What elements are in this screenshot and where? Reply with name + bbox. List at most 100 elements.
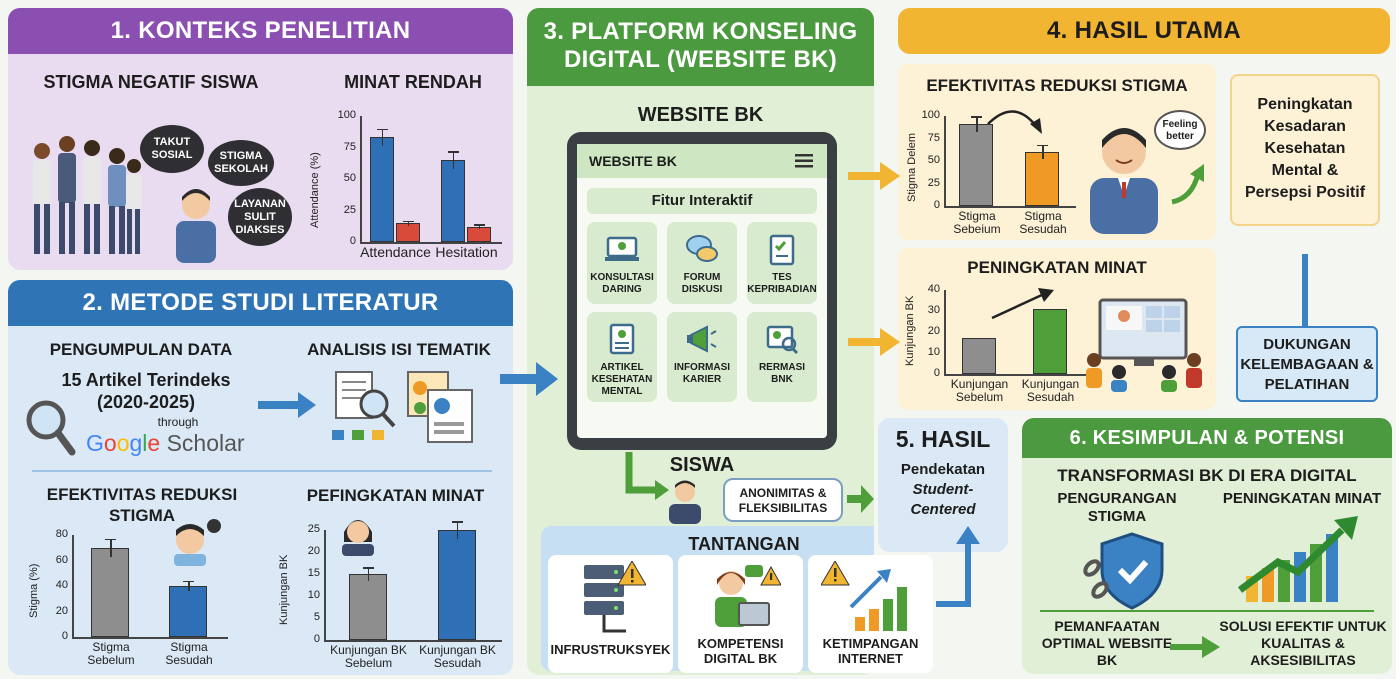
server-icon xyxy=(583,560,647,633)
menu-icon[interactable] xyxy=(795,154,813,168)
students-illustration xyxy=(33,136,142,254)
card-minat-title: PENINGKATAN MINAT xyxy=(967,258,1147,277)
chart3-tick-label: 25 xyxy=(307,523,320,535)
solusi-label: SOLUSI EFEKTIF UNTUK KUALITAS & AKSESIBI… xyxy=(1219,618,1387,668)
chart5-tick-label: 20 xyxy=(927,325,940,337)
chart1-tick-label: 50 xyxy=(343,172,356,184)
chart5-bar xyxy=(961,338,996,374)
pengumpulan-title: PENGUMPULAN DATA xyxy=(49,340,233,359)
card-efek-title: EFEKTIVITAS REDUKSI STIGMA xyxy=(926,76,1188,95)
laptop-chat-icon xyxy=(605,236,639,261)
feature-rermasi[interactable]: RERMASI BNK xyxy=(747,312,817,402)
challenge-infrastruktur: INFRUSTRUKSYEK xyxy=(548,555,673,673)
clipboard-check-icon xyxy=(769,234,795,266)
chart1-error-cap xyxy=(473,224,485,226)
feature-karier[interactable]: INFORMASI KARIER xyxy=(667,312,737,402)
bubble-stigma-sekolah: STIGMA SEKOLAH xyxy=(208,140,274,186)
tantangan-title: TANTANGAN xyxy=(688,534,800,554)
chart5-tick-label: 30 xyxy=(927,304,940,316)
chart4-category-label: Stigma Sebeium xyxy=(953,209,1001,236)
chart4-tick-label: 0 xyxy=(933,199,940,211)
panel-kesimpulan-title: 6. KESIMPULAN & POTENSI xyxy=(1022,418,1392,458)
chart1-category-label: Attendance xyxy=(360,244,431,260)
signal-bars-icon xyxy=(819,560,907,631)
rising-arrow-icon xyxy=(991,288,1054,320)
tablet-device: WEBSITE BK Fitur Interaktif KONSULTASI D… xyxy=(567,132,837,450)
arrow-up-icon xyxy=(936,526,980,607)
chart4-tick-label: 50 xyxy=(927,154,940,166)
chart4-error-bar xyxy=(976,116,978,133)
chart1-category-label: Hesitation xyxy=(435,244,498,260)
chart4-error-bar xyxy=(1042,144,1044,160)
challenge-internet: KETIMPANGAN INTERNET xyxy=(808,555,933,673)
thematic-analysis-icon xyxy=(332,371,473,443)
chart2-error-bar xyxy=(110,538,112,557)
feature-forum[interactable]: FORUM DISKUSI xyxy=(667,222,737,304)
chart2-tick-label: 80 xyxy=(55,528,68,540)
arrow-to-minat-icon xyxy=(848,328,900,356)
pemanfaatan-label: PEMANFAATAN OPTIMAL WEBSITE BK xyxy=(1041,618,1173,668)
growth-chart-icon xyxy=(1238,516,1358,602)
chart1-tick-label: 100 xyxy=(337,109,356,121)
chart3-x-axis xyxy=(324,640,502,642)
chart5-tick-label: 40 xyxy=(927,283,940,295)
analisis-title: ANALISIS ISI TEMATIK xyxy=(307,340,491,359)
chart1-error-cap xyxy=(447,151,459,153)
card-dukungan: DUKUNGAN KELEMBAGAAN & PELATIHAN xyxy=(1236,326,1378,402)
arrow-to-platform-icon xyxy=(500,362,558,396)
peningkatan-label: PENINGKATAN MINAT xyxy=(1222,490,1382,507)
profile-search-icon xyxy=(766,325,799,355)
fitur-header: Fitur Interaktif xyxy=(587,188,817,214)
screen-title: WEBSITE BK xyxy=(589,153,677,169)
connector-line xyxy=(1302,254,1308,328)
arrow-right-green-icon xyxy=(847,485,874,513)
student-thinking-icon xyxy=(174,519,221,566)
panel-hasil-text: Pendekatan Student- Centered xyxy=(900,461,986,518)
chat-bubbles-icon xyxy=(686,235,718,262)
feature-artikel[interactable]: ARTIKEL KESEHATAN MENTAL xyxy=(587,312,657,402)
chart2-x-axis xyxy=(72,637,228,639)
pengurangan-label: PENGURANGAN STIGMA xyxy=(1057,490,1177,525)
minat-chart-title: PEFINGKATAN MINAT xyxy=(306,486,485,505)
years-text: (2020-2025) xyxy=(96,392,196,412)
panel-hasil-utama-title: 4. HASIL UTAMA xyxy=(898,8,1390,54)
chart3-tick-label: 10 xyxy=(307,589,320,601)
chart3-error-cap xyxy=(451,521,463,523)
chart4-error-cap xyxy=(971,116,982,118)
challenge-kompetensi: KOMPETENSI DIGITAL BK xyxy=(678,555,803,673)
chart5-tick-label: 10 xyxy=(927,346,940,358)
website-label: WEBSITE BK xyxy=(637,104,764,126)
chart1-error-cap xyxy=(402,220,414,223)
worried-student-icon xyxy=(176,189,216,263)
card-kesadaran: Peningkatan Kesadaran Kesehatan Mental &… xyxy=(1230,74,1380,226)
chart2-y-axis xyxy=(72,535,74,637)
siswa-label: SISWA xyxy=(669,454,735,476)
chart2-tick-label: 0 xyxy=(61,630,68,642)
chart2-category-label: Stigma Sesudah xyxy=(165,640,213,667)
screen-header: WEBSITE BK xyxy=(577,144,827,178)
bubble-layanan-sulit: LAYANAN SULIT DIAKSES xyxy=(228,188,292,246)
chart1-tick-label: 25 xyxy=(343,203,356,216)
chart3-category-label: Kunjungan BK Sesudah xyxy=(419,643,496,670)
chart5-bar xyxy=(1032,308,1067,374)
chart4-tick-label: 100 xyxy=(921,109,940,121)
anonimitas-badge: ANONIMITAS & FLEKSIBILITAS xyxy=(723,478,843,522)
chart4-tick-label: 75 xyxy=(927,131,940,144)
tablet-screen: WEBSITE BK Fitur Interaktif KONSULTASI D… xyxy=(577,144,827,438)
feature-konsultasi[interactable]: KONSULTASI DARING xyxy=(587,222,657,304)
feature-tes[interactable]: TES KEPRIBADIAN xyxy=(747,222,817,304)
chart5-y-axis xyxy=(944,290,946,374)
chart2-bar xyxy=(91,547,129,637)
chart2-bar xyxy=(169,586,207,637)
chart1-bar xyxy=(440,160,465,242)
chart1-y-axis xyxy=(360,116,362,242)
chart4-bar xyxy=(959,124,993,206)
chart3-error-bar xyxy=(456,521,458,539)
curved-arrow-icon xyxy=(987,110,1042,134)
arrow-down-right-icon xyxy=(625,452,669,500)
chart3-category-label: Kunjungan BK Sebelum xyxy=(330,643,407,670)
